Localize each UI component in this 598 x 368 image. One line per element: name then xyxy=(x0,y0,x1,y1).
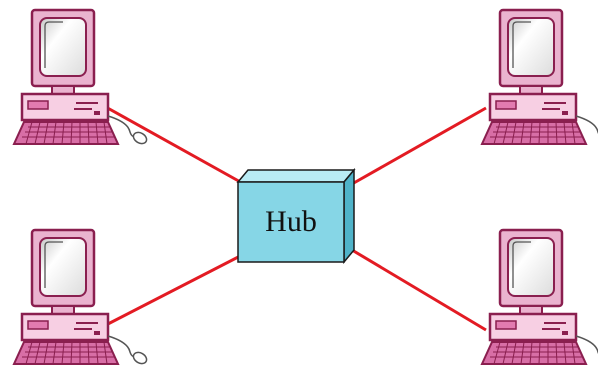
desktop-computer-icon xyxy=(480,228,598,368)
hub-label: Hub xyxy=(265,205,317,238)
computer-top-right xyxy=(480,8,598,148)
computer-top-left xyxy=(12,8,150,148)
computer-bottom-left xyxy=(12,228,150,368)
cable-bottom-left xyxy=(103,252,245,328)
cable-bottom-right xyxy=(351,248,487,332)
network-hub-icon: Hub xyxy=(236,167,356,265)
hub-top-face xyxy=(236,169,356,183)
computer-bottom-right xyxy=(480,228,598,368)
hub-side-face xyxy=(343,167,355,265)
cables xyxy=(103,104,487,332)
cable-top-right xyxy=(351,106,487,186)
hub-front-face xyxy=(237,181,345,263)
desktop-computer-icon xyxy=(12,8,150,148)
desktop-computer-icon xyxy=(480,8,598,148)
cable-top-left xyxy=(103,104,245,186)
desktop-computer-icon xyxy=(12,228,150,368)
